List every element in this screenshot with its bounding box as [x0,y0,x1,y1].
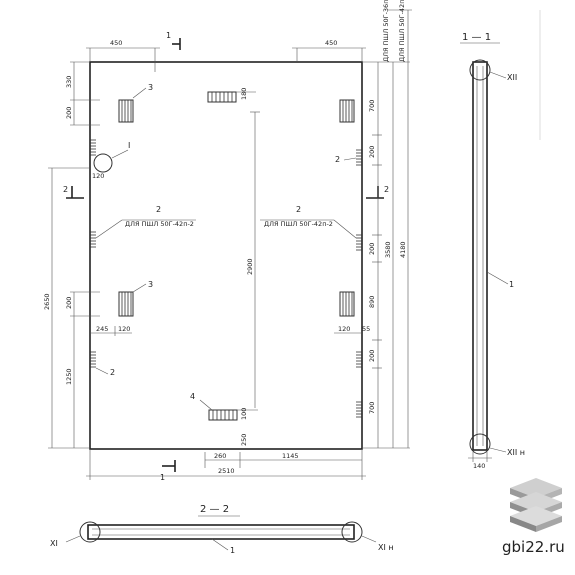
dim-180: 180 [240,88,248,100]
watermark-site: gbi22.ru [502,538,565,556]
cut-1-bottom: 1 [160,473,165,482]
dim-left-1250: 1250 [65,368,73,385]
dim-right-890: 890 [368,296,376,308]
dim-1145: 1145 [282,452,299,460]
insert-left-mid [90,231,96,248]
node-XI-right: XI н [378,543,394,552]
insert-right-bot [356,351,362,368]
loop-4 [208,409,238,421]
dim-right-3580: 3580 [384,241,392,258]
panel-outline [89,61,363,450]
section-2-2-outline [87,524,355,540]
dim-left-200-mid: 200 [65,297,73,309]
label-2-left: 2 [156,205,161,214]
dim-top-right: 450 [325,39,337,47]
dim-260: 260 [214,452,226,460]
label-2-right: 2 [296,205,301,214]
loop-top-center [207,91,237,103]
label-2-right-note: ДЛЯ ПШЛ 50Г-42п-2 [264,220,333,228]
dim-right-200-a: 200 [368,146,376,158]
dim-100: 100 [240,408,248,420]
dim-left-2650: 2650 [43,293,51,310]
cut-2-right: 2 [384,185,389,194]
dim-55: 55 [362,325,370,333]
dim-top-left: 450 [110,39,122,47]
gbi22-logo-icon [510,478,562,532]
dim-right-700-top: 700 [368,100,376,112]
dim-left-200-top: 200 [65,107,73,119]
loop-3-bottom [118,291,134,317]
node-XII-bottom: XII н [507,448,525,457]
insert-right-lowest [356,401,362,418]
dim-right-700-bot: 700 [368,402,376,414]
side-note-1: ДЛЯ ПШЛ 50Г-36п-2 [382,0,390,62]
label-4: 4 [190,392,195,401]
label-2-bottom-left: 2 [110,368,115,377]
section-2-2: 2 — 2 XI XI н 1 [50,504,394,555]
dim-right-4180: 4180 [399,241,407,258]
section-2-2-part: 1 [230,546,235,555]
dim-245: 245 [96,325,108,333]
insert-left-bot [90,351,96,368]
node-XII-top: XII [507,73,517,82]
label-3-top: 3 [148,83,153,92]
insert-right-top [356,149,362,166]
dim-250: 250 [240,434,248,446]
loop-right-top [339,99,355,123]
section-1-1-part: 1 [509,280,514,289]
loop-right-bottom [339,291,355,317]
label-2-top-right: 2 [335,155,340,164]
insert-left-top [90,139,96,156]
label-3-bottom: 3 [148,280,153,289]
insert-right-mid [356,234,362,251]
label-2-left-note: ДЛЯ ПШЛ 50Г-42п-2 [125,220,194,228]
dim-120-left: 120 [118,325,130,333]
dim-2510: 2510 [218,467,235,475]
node-I: I [128,141,130,150]
section-1-1-width: 140 [473,462,485,470]
dim-right-200-c: 200 [368,350,376,362]
dim-120-right: 120 [338,325,350,333]
section-1-1-outline [472,61,488,451]
side-note-2: ДЛЯ ПШЛ 50Г-42п-2 [398,0,406,62]
section-1-1-title: 1 — 1 [462,32,491,43]
cut-2-left: 2 [63,185,68,194]
node-XI-left: XI [50,539,58,548]
dim-right-200-b: 200 [368,243,376,255]
section-1-1: 1 — 1 XII XII н 1 140 [460,32,525,470]
plan-view: 450 450 1 330 200 2650 200 1250 245 120 [43,0,412,482]
loop-3-top [118,99,134,123]
dim-120-node: 120 [92,172,104,180]
dim-2900: 2900 [246,258,254,275]
cut-1-top: 1 [166,31,171,40]
section-2-2-title: 2 — 2 [200,504,229,515]
dim-left-330: 330 [65,76,73,88]
